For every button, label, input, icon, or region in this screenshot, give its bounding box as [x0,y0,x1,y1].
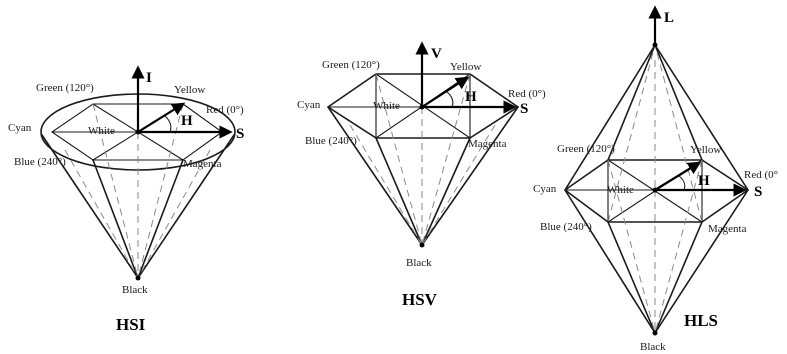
hls-lower-edge-blue [607,221,656,334]
hls-center-point [652,187,658,193]
hls-lower-hidden-1 [607,159,656,334]
hsv-hidden-3 [349,124,423,246]
hsi-cone-edge-right [137,134,235,279]
hsv-hidden-2 [421,73,471,246]
hsv-label-white: White [373,100,400,112]
hsv-label-green: Green (120°) [322,59,380,71]
hls-upper-edge-yellow [654,44,703,161]
hls-upper-edge-green [607,44,656,161]
hsi-label-red: Red (0°) [206,104,244,116]
hsv-axis-label: V [431,46,442,62]
hsv-hue-vector [421,76,470,108]
hsi-hue-vector [137,102,186,133]
hls-saturation-label: S [754,184,762,200]
hsv-edge-magenta [421,137,471,246]
hsi-title: HSI [116,315,146,334]
hls-label-blue: Blue (240°) [540,221,592,233]
hsv-edge-red [421,106,519,246]
hsv-label-magenta: Magenta [468,138,507,150]
hsi-label-green: Green (120°) [36,82,94,94]
hsi-label-white: White [88,125,115,137]
hsi-label-blue: Blue (240°) [14,156,66,168]
hls-white-point [652,42,658,48]
hls-lower-edge-cyan [564,189,656,334]
hsi-label-magenta: Magenta [183,158,222,170]
hsv-edge-blue [375,137,423,246]
hls-hue-vector [654,161,702,191]
hls-lower-edge-red [654,189,749,334]
hsi-cone-edge-magenta [137,159,184,279]
hls-model: Green (120°) Yellow Red (0° Cyan White B… [533,5,778,353]
hls-label-magenta: Magenta [708,223,747,235]
hsi-label-cyan: Cyan [8,122,32,134]
hls-upper-hidden-2 [654,44,703,223]
hsi-hidden-edge-4 [137,149,211,279]
hsi-label-yellow: Yellow [174,84,205,96]
hsv-label-blue: Blue (240°) [305,135,357,147]
hsi-hidden-edge-3 [64,149,139,279]
hsv-model: Green (120°) Yellow Red (0°) Cyan White … [297,41,546,309]
hls-lower-hidden-2 [654,159,703,334]
hls-label-white: White [607,184,634,196]
hls-upper-hidden-1 [607,44,656,223]
hls-label-cyan: Cyan [533,183,557,195]
hsv-edge-cyan [327,106,423,246]
hsv-black-point [419,242,425,248]
hsv-saturation-label: S [520,101,528,117]
hsv-hue-arc [446,91,454,108]
hsi-black-point [135,275,141,281]
hsi-cone-edge-left [41,134,139,279]
hls-black-point [652,330,658,336]
hls-axis-label: L [664,10,674,26]
hsv-hue-label: H [465,89,477,105]
hls-lower-edge-magenta [654,221,703,334]
hsi-label-black: Black [122,284,148,296]
hsi-hidden-edge-1 [92,103,139,279]
hsi-hue-arc [164,115,172,133]
hsi-hue-label: H [181,113,193,129]
hsi-cone-edge-blue [92,159,139,279]
hls-hue-arc [678,175,686,191]
hsv-white-point [419,104,425,110]
hls-hue-label: H [698,173,710,189]
hls-upper-edge-cyan [564,44,656,191]
hsi-saturation-label: S [236,126,244,142]
hsi-axis-label: I [146,70,152,86]
hsi-white-point [135,129,141,135]
hsv-label-red: Red (0°) [508,88,546,100]
hsv-hidden-1 [375,73,423,246]
hls-label-yellow: Yellow [690,144,721,156]
hsv-label-yellow: Yellow [450,61,481,73]
hsv-label-cyan: Cyan [297,99,321,111]
hls-label-black: Black [640,341,666,353]
hsv-title: HSV [402,290,438,309]
hsv-label-black: Black [406,257,432,269]
hsi-model: Green (120°) Yellow Red (0°) Cyan White … [8,65,244,334]
hls-label-green: Green (120°) [557,143,615,155]
hls-label-red: Red (0° [744,169,778,181]
hsi-hidden-edge-2 [137,103,184,279]
hls-title: HLS [684,311,718,330]
hls-upper-edge-red [654,44,749,191]
